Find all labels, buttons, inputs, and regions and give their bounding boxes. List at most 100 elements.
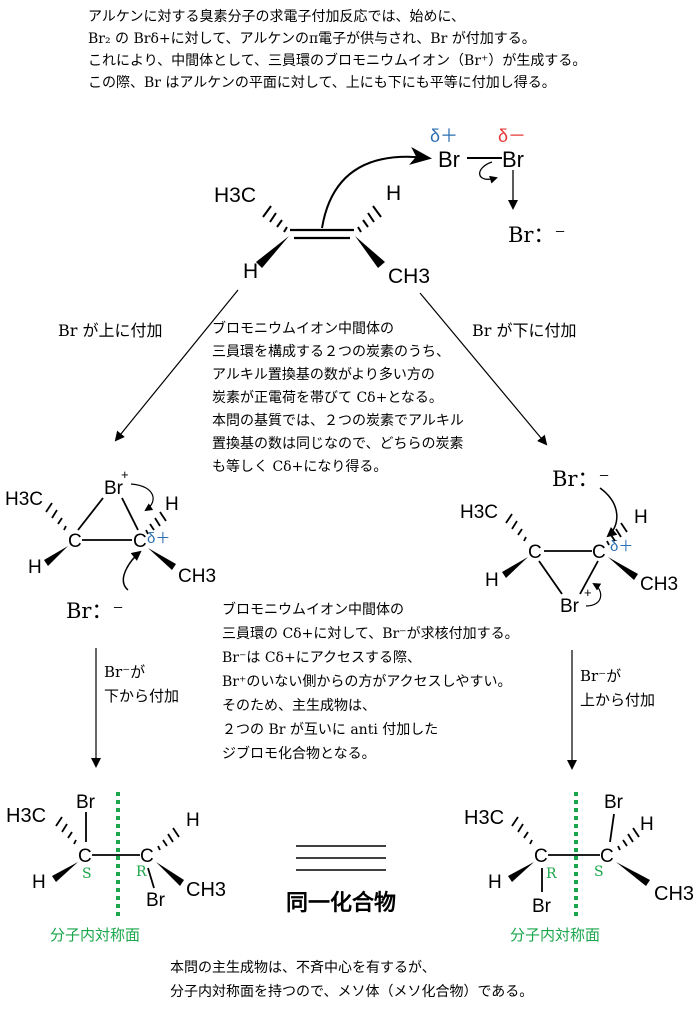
right-h3c: H3C (460, 502, 498, 523)
rp-r-label: R (546, 866, 557, 882)
intro-line: アルケンに対する臭素分子の求電子付加反応では、始めに、 (88, 9, 466, 25)
conclusion-line: 分子内対称面を持つので、メソ体（メソ化合物）である。 (170, 984, 534, 1000)
rp-s-label: S (594, 864, 604, 880)
left-step-line: Br⁻が (104, 663, 146, 681)
right-c2: C (592, 542, 606, 563)
hashed-bond (511, 816, 533, 845)
wedge-bond (355, 236, 385, 268)
c-br-bond (147, 867, 155, 889)
explain-line: 炭素が正電荷を帯びて Cδ+となる。 (212, 390, 443, 406)
rp-h-right: H (640, 814, 654, 835)
conclusion-paragraph: 本問の主生成物は、不斉中心を有するが、 分子内対称面を持つので、メソ体（メソ化合… (170, 956, 533, 1004)
rp-c1: C (534, 846, 548, 867)
left-step-line: 下から付加 (104, 687, 180, 705)
rp-br-top: Br (604, 792, 624, 813)
rp-h-left: H (488, 872, 502, 893)
left-c2: C (133, 531, 147, 552)
left-product: H3C Br C C H H S R CH3 Br 分子内対称面 (6, 792, 226, 944)
bromide-ion: Br：⁻ (508, 223, 566, 247)
br2: Br (502, 147, 524, 172)
explain-line: も等しく Cδ+になり得る。 (212, 459, 388, 475)
lp-h-left: H (32, 872, 46, 893)
left-h-left: H (28, 557, 42, 578)
wedge-bond (156, 862, 184, 886)
delta-minus: δ－ (498, 126, 526, 146)
lp-c2: C (140, 846, 154, 867)
wedge-bond (502, 557, 528, 578)
nucleophile-attack-arrow (599, 487, 618, 538)
rp-h3c: H3C (464, 807, 504, 829)
right-branch-arrow (419, 292, 548, 446)
hashed-bond (606, 522, 628, 546)
left-plus-charge: + (121, 467, 129, 482)
bromine-molecule: Br Br δ＋ δ－ Br：⁻ (430, 126, 566, 247)
left-br-plus: Br (104, 478, 124, 499)
right-product: H3C Br H C C R S H CH3 Br 分子内対称面 (464, 792, 694, 944)
wedge-bond (608, 557, 638, 580)
left-c1: C (68, 531, 82, 552)
left-ch3: CH3 (178, 566, 216, 587)
right-step-line: 上から付加 (580, 691, 656, 709)
intro-line: この際、Br はアルケンの平面に対して、上にも下にも平等に付加し得る。 (88, 75, 556, 91)
c-br-bond (77, 497, 104, 531)
hashed-bond (617, 827, 640, 851)
left-bromonium-intermediate: Br + H3C C C H H CH3 δ＋ Br：⁻ (5, 467, 216, 623)
hashed-bond (45, 502, 67, 531)
right-h-left: H (485, 570, 499, 591)
c-br-bond (538, 560, 563, 595)
left-h3c: H3C (5, 489, 43, 510)
conclusion-line: 本問の主生成物は、不斉中心を有するが、 (170, 960, 436, 976)
pi-attack-arrow (321, 146, 432, 229)
attack-line: ブロモニウムイオン中間体の (222, 602, 404, 618)
wedge-bond (508, 862, 534, 882)
right-step-line: Br⁻が (580, 667, 622, 685)
identical-sign (296, 845, 386, 871)
lp-h-right: H (186, 810, 200, 831)
lp-s-label: S (82, 866, 92, 882)
heterolysis-arrow (479, 161, 498, 184)
attack-line: Br⁺のいない側からの方がアクセスしやすい。 (222, 674, 512, 690)
reactant-h3c: H3C (214, 184, 256, 207)
explain-line: アルキル置換基の数がより多い方の (212, 367, 435, 383)
hashed-bond (145, 511, 167, 535)
br1: Br (438, 147, 460, 172)
lp-br-bottom: Br (146, 890, 166, 911)
branch-left-label: Br が上に付加 (58, 321, 163, 340)
attack-line: 三員環の Cδ+に対して、Br⁻が求核付加する。 (222, 626, 519, 642)
reactant-h-bottom: H (243, 260, 258, 283)
explain-line: 置換基の数は同じなので、どちらの炭素 (212, 436, 464, 452)
left-h-right: H (165, 494, 179, 515)
intro-paragraph: アルケンに対する臭素分子の求電子付加反応では、始めに、 Br₂ の Brδ+に対… (88, 6, 586, 94)
attack-line: ジブロモ化合物となる。 (222, 746, 376, 762)
right-bromide: Br：⁻ (552, 467, 610, 491)
explain-paragraph: ブロモニウムイオン中間体の 三員環を構成する２つの炭素のうち、 アルキル置換基の… (212, 318, 464, 479)
branch-right-label: Br が下に付加 (472, 321, 577, 340)
right-c1: C (528, 542, 542, 563)
hashed-bond (262, 205, 288, 233)
hashed-bond (157, 827, 180, 851)
rp-br-bottom: Br (532, 896, 552, 917)
wedge-bond (616, 862, 650, 886)
identical-label: 同一化合物 (286, 890, 396, 916)
right-bromonium-intermediate: Br：⁻ H3C C C δ＋ H H CH3 Br + (460, 467, 678, 617)
rp-c2: C (600, 846, 614, 867)
attack-line: そのため、主生成物は、 (222, 698, 376, 714)
ring-open-arrow (130, 483, 154, 512)
rp-ch3: CH3 (654, 883, 694, 905)
left-step-label: Br⁻が 下から付加 (104, 660, 179, 708)
right-plus-charge: + (584, 585, 592, 600)
lp-br-top: Br (76, 792, 96, 813)
attack-line: Br⁻は Cδ+にアクセスする際、 (222, 650, 421, 666)
c-br-bond (609, 813, 615, 843)
intro-line: Br₂ の Brδ+に対して、アルケンのπ電子が供与され、Br が付加する。 (88, 31, 536, 47)
left-delta-plus: δ＋ (147, 530, 170, 547)
rp-plane-label: 分子内対称面 (510, 926, 600, 944)
wedge-bond (52, 862, 78, 882)
delta-plus: δ＋ (430, 126, 458, 146)
lp-ch3: CH3 (186, 879, 226, 901)
right-step-label: Br⁻が 上から付加 (580, 664, 655, 712)
attack-line: ２つの Br が互いに anti 付加した (222, 722, 439, 738)
ring-open-arrow (585, 582, 602, 607)
explain-line: 本問の基質では、２つの炭素でアルキル (212, 413, 464, 429)
